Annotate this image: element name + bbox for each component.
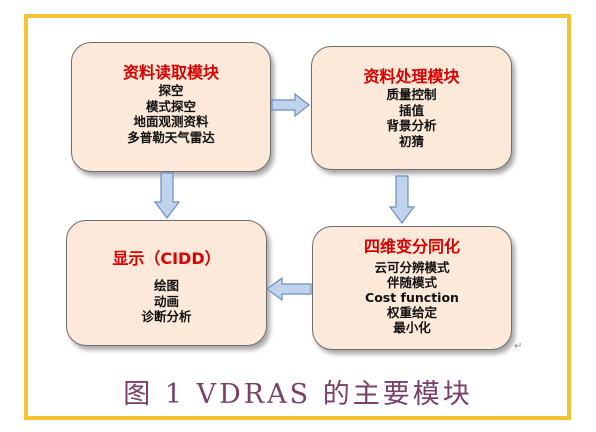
module-item: 质量控制 bbox=[386, 87, 437, 102]
module-item: 背景分析 bbox=[386, 118, 437, 133]
module-item: Cost function bbox=[365, 290, 459, 305]
module-item: 插值 bbox=[398, 102, 424, 118]
arrow-right-icon bbox=[271, 93, 310, 117]
module-item: 权重给定 bbox=[386, 305, 437, 320]
display-module-title: 显示（CIDD） bbox=[112, 249, 221, 268]
module-item: 云可分辨模式 bbox=[374, 260, 450, 275]
figure-caption-text: 图 1 VDRAS 的主要模块 bbox=[123, 379, 473, 410]
module-item: 动画 bbox=[153, 293, 179, 309]
data-reading-module-title: 资料读取模块 bbox=[122, 63, 219, 82]
module-item: 地面观测资料 bbox=[133, 114, 209, 129]
display-module-box: 显示（CIDD） 绘图 动画 诊断分析 bbox=[66, 220, 267, 346]
variational-assimilation-module-title: 四维变分同化 bbox=[363, 237, 460, 256]
module-item: 伴随模式 bbox=[386, 275, 437, 290]
data-processing-module-title: 资料处理模块 bbox=[363, 67, 460, 86]
figure-caption: 图 1 VDRAS 的主要模块 bbox=[0, 372, 596, 411]
module-item: 诊断分析 bbox=[141, 309, 192, 324]
module-item: 探空 bbox=[158, 83, 184, 98]
module-item: 多普勒天气雷达 bbox=[127, 129, 215, 145]
module-item: 绘图 bbox=[153, 278, 179, 293]
data-processing-module-box: 资料处理模块 质量控制 插值 背景分析 初猜 bbox=[311, 46, 512, 170]
module-item: 初猜 bbox=[398, 133, 424, 149]
arrow-down-icon bbox=[154, 172, 180, 219]
arrow-left-icon bbox=[266, 277, 312, 301]
paragraph-mark: ↵ bbox=[514, 341, 523, 352]
module-item: 模式探空 bbox=[145, 98, 196, 114]
arrow-down-icon bbox=[389, 175, 415, 224]
data-reading-module-box: 资料读取模块 探空 模式探空 地面观测资料 多普勒天气雷达 bbox=[71, 42, 271, 172]
module-item: 最小化 bbox=[393, 320, 431, 335]
variational-assimilation-module-box: 四维变分同化 云可分辨模式 伴随模式 Cost function 权重给定 最小… bbox=[312, 226, 512, 350]
